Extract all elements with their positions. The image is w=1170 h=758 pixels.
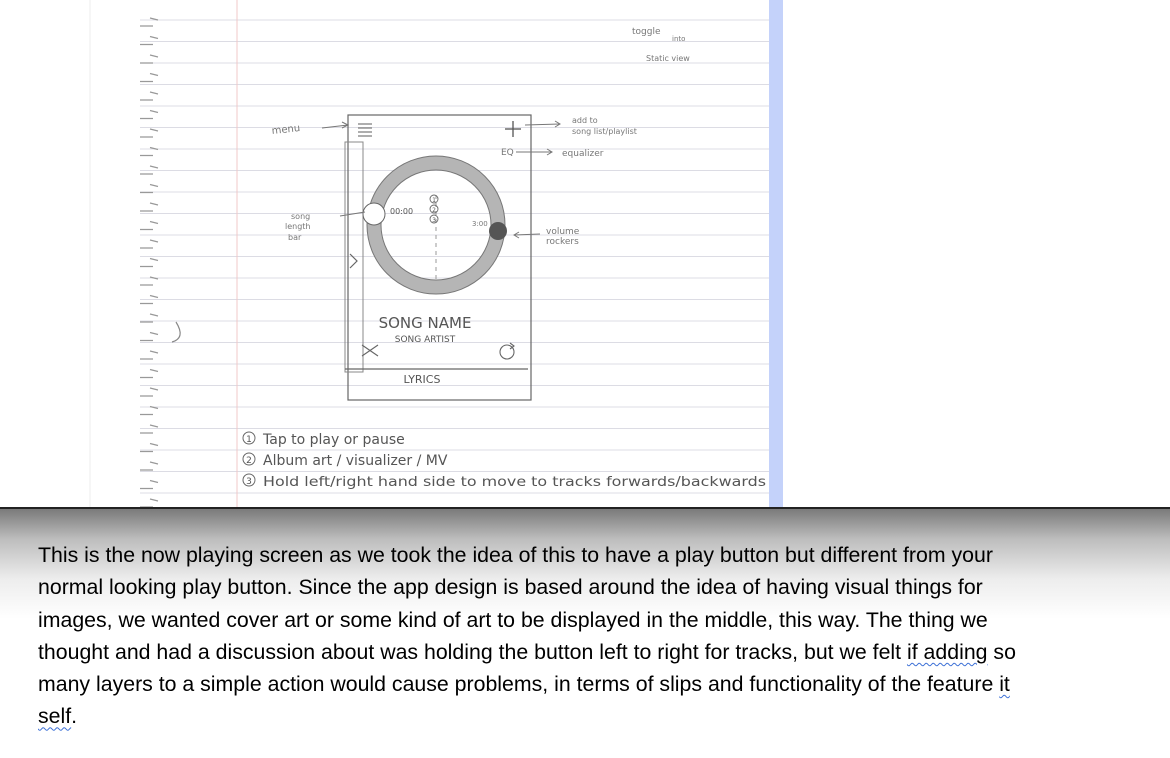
num-3-icon xyxy=(429,214,439,224)
song-length-line1: song xyxy=(291,212,310,221)
song-length-line3: bar xyxy=(288,233,302,242)
notebook-sketch: 1 2 3 00:00 3:00 SONG NAME SONG ARTIST L… xyxy=(89,0,783,508)
note-2-icon xyxy=(242,452,256,466)
menu-annotation: menu xyxy=(271,123,301,137)
song-length-line2: length xyxy=(285,222,311,231)
num-1: 1 xyxy=(432,197,436,204)
annotation-arrows xyxy=(321,120,561,239)
num-3: 3 xyxy=(432,217,436,224)
caption-panel: This is the now playing screen as we too… xyxy=(0,509,1170,758)
note-3-text: Hold left/right hand side to move to tra… xyxy=(263,475,766,490)
progress-knob xyxy=(362,202,386,226)
chevron-right-icon xyxy=(349,253,358,269)
note-2-text: Album art / visualizer / MV xyxy=(263,453,448,469)
repeat-icon xyxy=(499,342,515,360)
shuffle-icon xyxy=(361,344,379,357)
note-3-icon xyxy=(242,473,256,487)
add-icon xyxy=(505,121,521,137)
paper-curl xyxy=(171,321,181,343)
end-time: 3:00 xyxy=(472,220,488,228)
spellcheck-underline[interactable]: if adding xyxy=(906,639,988,664)
menu-icon xyxy=(358,123,372,137)
note-2-num: 2 xyxy=(246,456,252,466)
num-2-icon xyxy=(429,204,439,214)
spiral-marks xyxy=(140,17,159,508)
song-artist: SONG ARTIST xyxy=(395,335,456,345)
note-3-num: 3 xyxy=(246,477,252,487)
static-view-annotation: Static view xyxy=(646,54,690,63)
toggle-annotation: toggle xyxy=(632,27,661,37)
num-1-icon xyxy=(429,194,439,204)
note-1-num: 1 xyxy=(246,435,252,445)
note-1-text: Tap to play or pause xyxy=(262,432,405,448)
blue-strip xyxy=(769,0,783,508)
equalizer-annotation: equalizer xyxy=(562,149,604,159)
album-ring-inner xyxy=(380,169,492,281)
toggle-into: into xyxy=(672,35,685,43)
note-1-icon xyxy=(242,431,256,445)
section-divider xyxy=(0,507,1170,509)
playlist-annotation: song list/playlist xyxy=(572,127,637,136)
eq-label: EQ xyxy=(501,148,514,158)
sketch-image: 1 2 3 00:00 3:00 SONG NAME SONG ARTIST L… xyxy=(89,0,783,508)
num-2: 2 xyxy=(432,207,436,214)
caption-text-part1: This is the now playing screen as we too… xyxy=(38,543,993,664)
caption-paragraph: This is the now playing screen as we too… xyxy=(38,539,1048,733)
rockers-annotation: rockers xyxy=(546,237,579,247)
caption-text-part2: so many layers to a simple action would … xyxy=(38,639,1016,697)
spellcheck-underline-2[interactable]: it self xyxy=(38,672,1010,729)
phone-frame xyxy=(347,114,532,401)
side-panel xyxy=(344,141,364,373)
ruled-lines xyxy=(140,19,769,494)
add-annotation: add to xyxy=(572,116,598,125)
time-readout: 00:00 xyxy=(390,207,413,216)
album-ring-outer xyxy=(366,155,506,295)
song-name: SONG NAME xyxy=(379,314,472,332)
lyrics-label: LYRICS xyxy=(404,373,441,386)
volume-annotation: volume xyxy=(546,227,580,237)
caption-text-part3: . xyxy=(71,704,78,729)
volume-knob xyxy=(489,222,507,240)
